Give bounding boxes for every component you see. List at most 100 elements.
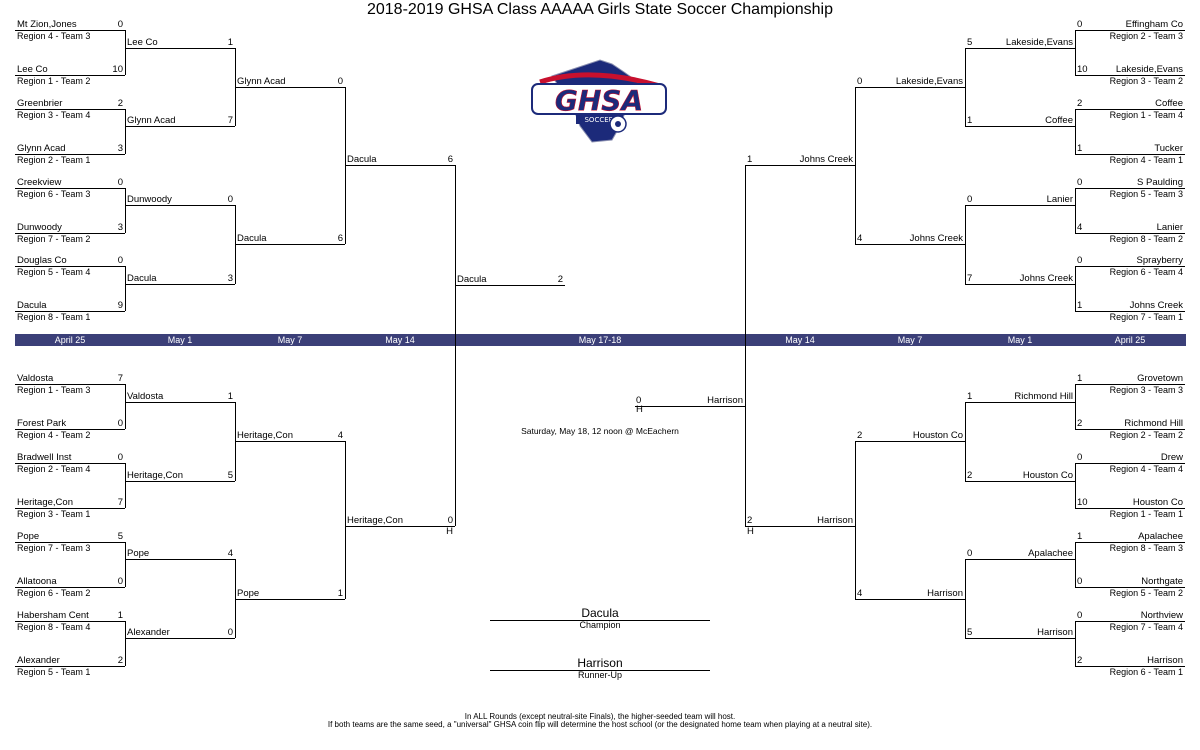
team-name: Forest Park	[17, 418, 67, 429]
r2-left-line	[125, 559, 235, 560]
team-name: Heritage,Con	[347, 515, 403, 526]
team-name: Northgate	[1141, 576, 1183, 587]
team-name: Dacula	[457, 274, 487, 285]
team-seed: Region 8 - Team 1	[17, 312, 91, 322]
r4-left-line	[345, 526, 455, 527]
team-score: 1	[1077, 300, 1083, 311]
bracket-connector	[965, 402, 966, 481]
r1-left-line	[15, 621, 125, 622]
team-score: 10	[1077, 497, 1088, 508]
team-name: Glynn Acad	[237, 76, 286, 87]
r2-right-line	[965, 638, 1075, 639]
r3-left-line	[235, 244, 345, 245]
team-name: Johns Creek	[1019, 273, 1073, 284]
team-name: Heritage,Con	[127, 470, 183, 481]
bracket-connector	[1075, 384, 1076, 429]
bracket-connector	[965, 559, 966, 638]
r1-right-line	[1075, 666, 1185, 667]
team-score: 0	[967, 194, 973, 205]
team-score: 4	[857, 588, 863, 599]
team-score: 5	[967, 627, 973, 638]
team-seed: Region 3 - Team 3	[1109, 385, 1183, 395]
team-name: Pope	[237, 588, 260, 599]
r1-left-line	[15, 266, 125, 267]
team-name: Dacula	[17, 300, 47, 311]
r1-right-line	[1075, 154, 1185, 155]
team-score: 0	[636, 395, 642, 406]
round-date: May 14	[385, 335, 415, 345]
team-score: 0	[117, 418, 123, 429]
team-name: Grovetown	[1137, 373, 1183, 384]
r4-left-line	[345, 165, 455, 166]
team-score: 7	[967, 273, 973, 284]
bracket-connector	[1075, 109, 1076, 154]
team-name: Habersham Cent	[17, 610, 89, 621]
team-score: 1	[227, 391, 233, 402]
team-seed: Region 6 - Team 2	[17, 588, 91, 598]
team-score: 5	[227, 470, 233, 481]
team-name: Alexander	[17, 655, 60, 666]
bracket-connector	[965, 48, 966, 126]
team-name: S Paulding	[1137, 177, 1183, 188]
team-score: 2	[747, 515, 753, 526]
team-name: Lanier	[1046, 194, 1073, 205]
bracket-connector	[1075, 621, 1076, 666]
round-date: April 25	[1114, 335, 1146, 345]
team-name: Apalachee	[1028, 548, 1073, 559]
team-name: Lakeside,Evans	[1005, 37, 1073, 48]
team-name: Lakeside,Evans	[1115, 64, 1183, 75]
r2-right-line	[965, 559, 1075, 560]
team-name: Coffee	[1155, 98, 1183, 109]
team-score: 5	[117, 531, 123, 542]
team-name: Dunwoody	[17, 222, 62, 233]
team-score: 2	[1077, 418, 1083, 429]
bracket-connector	[125, 621, 126, 666]
r1-right-line	[1075, 621, 1185, 622]
team-name: Bradwell Inst	[17, 452, 72, 463]
team-score: 1	[967, 391, 973, 402]
team-name: Lee Co	[127, 37, 158, 48]
team-seed: Region 7 - Team 3	[17, 543, 91, 553]
team-name: Richmond Hill	[1124, 418, 1183, 429]
team-name: Dacula	[237, 233, 267, 244]
bracket-connector	[125, 188, 126, 233]
r4-right-line	[745, 526, 855, 527]
r1-right-line	[1075, 542, 1185, 543]
round-date: May 17-18	[578, 335, 622, 345]
team-score: 7	[117, 373, 123, 384]
team-score: 1	[337, 588, 343, 599]
r2-right-line	[965, 481, 1075, 482]
team-seed: Region 7 - Team 2	[17, 234, 91, 244]
team-score: 0	[117, 452, 123, 463]
r3-right-line	[855, 87, 965, 88]
team-score: 0	[967, 548, 973, 559]
r2-left-line	[125, 638, 235, 639]
team-score: 2	[1077, 98, 1083, 109]
r3-left-line	[235, 441, 345, 442]
r1-right-line	[1075, 311, 1185, 312]
team-name: Johns Creek	[1129, 300, 1183, 311]
team-name: Johns Creek	[799, 154, 853, 165]
team-name: Harrison	[817, 515, 853, 526]
team-seed: Region 2 - Team 1	[17, 155, 91, 165]
r3-left-line	[235, 599, 345, 600]
runner-up-line	[490, 670, 710, 671]
r2-left-line	[125, 126, 235, 127]
team-score: 0	[447, 515, 453, 526]
team-seed: Region 2 - Team 2	[1109, 430, 1183, 440]
team-name: Northview	[1140, 610, 1183, 621]
team-seed: Region 6 - Team 3	[17, 189, 91, 199]
bracket-connector	[1075, 542, 1076, 587]
r4-right-line	[745, 165, 855, 166]
team-name: Dunwoody	[127, 194, 172, 205]
team-name: Dacula	[347, 154, 377, 165]
r2-left-line	[125, 481, 235, 482]
team-name: Dacula	[127, 273, 157, 284]
r2-left-line	[125, 205, 235, 206]
bracket-connector	[125, 30, 126, 75]
final-left-line	[455, 285, 565, 286]
team-score: 6	[447, 154, 453, 165]
bracket-connector	[965, 205, 966, 284]
r2-right-line	[965, 284, 1075, 285]
team-score: 0	[857, 76, 863, 87]
